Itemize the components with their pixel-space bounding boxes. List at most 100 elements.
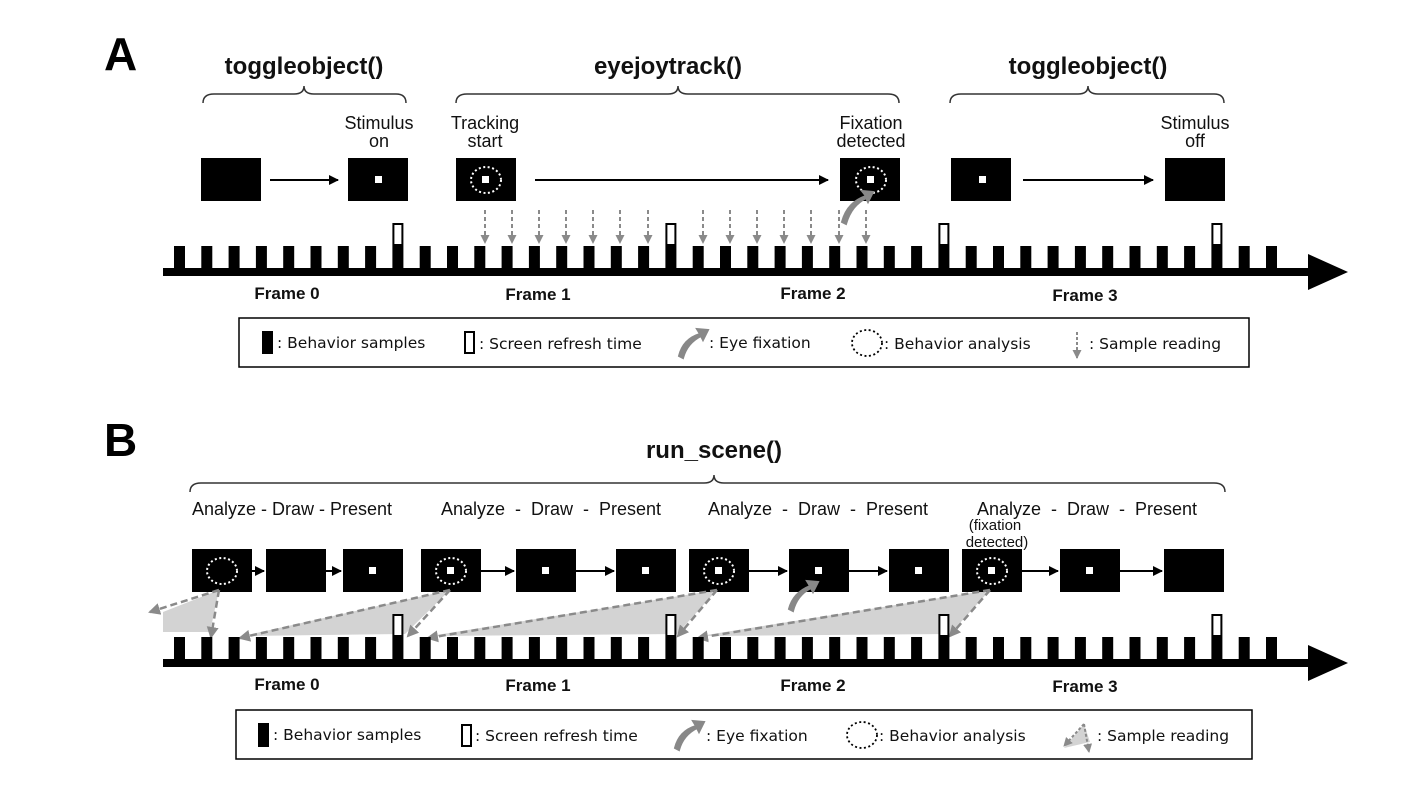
behavior-sample-tick [583, 246, 595, 268]
func-title-toggleobject-1: toggleobject() [225, 53, 384, 80]
behavior-sample-tick [1020, 246, 1032, 268]
behavior-sample-tick [883, 246, 895, 268]
behavior-sample-tick [1047, 246, 1059, 268]
screen-icon [201, 158, 261, 201]
behavior-sample-tick [965, 246, 977, 268]
cycle-label: Analyze - Draw - Present [192, 499, 392, 519]
behavior-sample-tick [747, 637, 759, 659]
behavior-sample-tick [283, 246, 295, 268]
behavior-sample-tick [938, 246, 950, 268]
behavior-sample-tick [856, 246, 868, 268]
func-title-run-scene: run_scene() [646, 437, 782, 464]
screen-refresh-marker [665, 223, 677, 246]
stimulus-off-label-1: Stimulus [1160, 113, 1229, 133]
behavior-sample-tick [255, 637, 267, 659]
timeline-axis-b [163, 645, 1348, 681]
timeline-axis-a [163, 254, 1348, 290]
sample-reading-regions [163, 590, 990, 636]
behavior-sample-tick [1020, 637, 1032, 659]
behavior-sample-tick [174, 637, 185, 659]
stimulus-square [979, 176, 986, 183]
cycle-label: Analyze - Draw - Present [708, 499, 928, 519]
brace-run-scene [189, 474, 1226, 493]
fixation-note-1: (fixation [969, 517, 1022, 534]
screen-refresh-marker [665, 614, 677, 637]
behavior-sample-tick [610, 637, 622, 659]
panel-a-letter: A [104, 28, 137, 80]
behavior-sample-tick [638, 637, 650, 659]
behavior-sample-tick [501, 637, 513, 659]
stimulus-square [715, 567, 722, 574]
behavior-sample-tick [419, 637, 431, 659]
stimulus-square [988, 567, 995, 574]
stimulus-square [369, 567, 376, 574]
behavior-sample-tick [1156, 637, 1168, 659]
behavior-sample-tick [1156, 246, 1168, 268]
behavior-sample-tick [174, 246, 185, 268]
dotted-circle-icon [976, 557, 1008, 585]
fixation-detected-label-1: Fixation [839, 113, 902, 133]
sample-reading-arrows [480, 210, 871, 244]
eye-fixation-icon [673, 719, 706, 752]
legend-behavior-samples: : Behavior samples [273, 726, 421, 744]
panel-a: A toggleobject() eyejoytrack() toggleobj… [104, 28, 1348, 368]
legend-behavior-analysis: : Behavior analysis [879, 727, 1026, 745]
behavior-sample-tick [774, 246, 786, 268]
stimulus-square [542, 567, 549, 574]
behavior-sample-tick [774, 637, 786, 659]
legend-b: : Behavior samples : Screen refresh time… [235, 709, 1253, 760]
behavior-sample-tick [911, 637, 923, 659]
legend-eye-fixation: : Eye fixation [706, 727, 808, 745]
screen-refresh-marker [392, 223, 404, 246]
legend-sample-reading: : Sample reading [1089, 335, 1221, 353]
dotted-circle-icon [435, 557, 467, 585]
behavior-sample-tick [392, 637, 404, 659]
legend-screen-refresh: : Screen refresh time [475, 727, 638, 745]
behavior-sample-tick [747, 246, 759, 268]
screen-refresh-icon [461, 724, 472, 747]
behavior-sample-tick [310, 637, 322, 659]
cycle-label: Analyze - Draw - Present [441, 499, 661, 519]
behavior-sample-tick [1074, 637, 1086, 659]
behavior-sample-tick [856, 637, 868, 659]
behavior-sample-tick [528, 246, 540, 268]
behavior-sample-tick [201, 246, 213, 268]
dotted-circle-icon [855, 166, 887, 194]
behavior-sample-tick [965, 637, 977, 659]
dotted-circle-icon [470, 166, 502, 194]
behavior-sample-tick [1184, 637, 1196, 659]
behavior-sample-tick [1211, 637, 1223, 659]
screen-icon [266, 549, 326, 592]
timeline-ticks-b [174, 614, 1277, 659]
screen-refresh-marker [1211, 223, 1223, 246]
frame-label: Frame 3 [1052, 286, 1117, 305]
behavior-sample-tick [1047, 637, 1059, 659]
eye-fixation-icon [677, 327, 710, 360]
behavior-sample-tick [1129, 246, 1141, 268]
behavior-sample-tick [474, 637, 486, 659]
behavior-sample-tick [419, 246, 431, 268]
stimulus-square [1086, 567, 1093, 574]
behavior-sample-tick [228, 246, 240, 268]
behavior-sample-tick [528, 637, 540, 659]
behavior-sample-tick [692, 637, 704, 659]
legend-behavior-analysis: : Behavior analysis [884, 335, 1031, 353]
stimulus-off-label-2: off [1185, 131, 1206, 151]
legend-behavior-samples: : Behavior samples [277, 334, 425, 352]
behavior-sample-tick [583, 637, 595, 659]
frame-label: Frame 2 [780, 284, 845, 303]
brace-toggleobject-1 [202, 85, 407, 104]
panel-b: B run_scene() Analyze - Draw - Present A… [104, 414, 1348, 760]
tracking-start-label-2: start [467, 131, 502, 151]
behavior-sample-tick [228, 637, 240, 659]
frame-label: Frame 2 [780, 676, 845, 695]
behavior-sample-tick [1184, 246, 1196, 268]
behavior-sample-tick [883, 637, 895, 659]
brace-eyejoytrack [455, 85, 900, 104]
stimulus-square [447, 567, 454, 574]
behavior-sample-tick [556, 246, 568, 268]
behavior-sample-tick [392, 246, 404, 268]
behavior-sample-tick [365, 637, 377, 659]
behavior-sample-tick [310, 246, 322, 268]
